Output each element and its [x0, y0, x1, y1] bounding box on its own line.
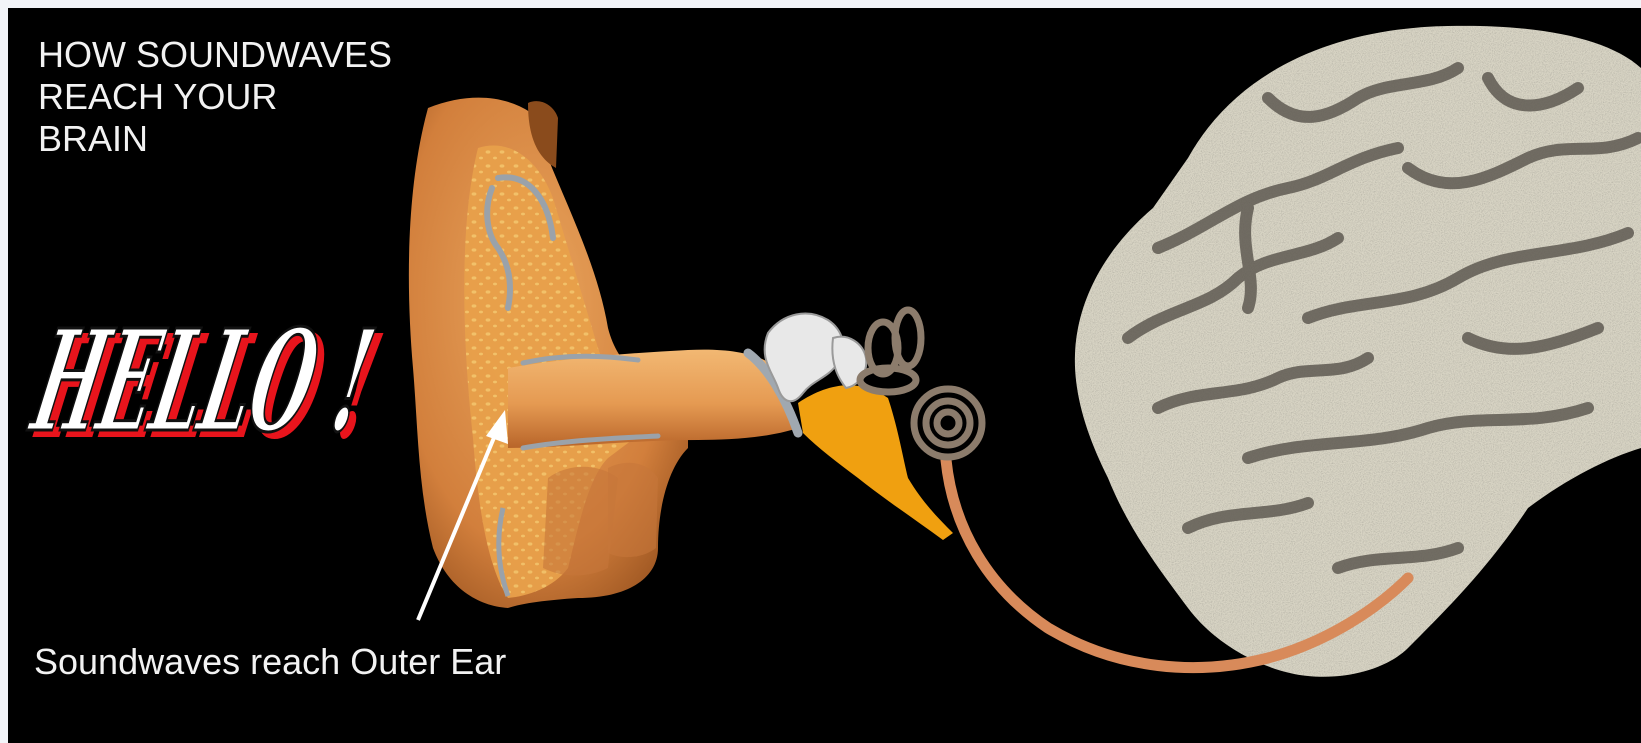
greeting-graphic: HELLO ! HELLO !: [18, 299, 394, 469]
brain: [1075, 26, 1641, 677]
diagram-title: HOW SOUNDWAVES REACH YOUR BRAIN: [38, 34, 392, 160]
greeting-text: HELLO !: [19, 299, 386, 463]
caption-outer-ear: Soundwaves reach Outer Ear: [34, 640, 506, 684]
diagram-canvas: HELLO ! HELLO ! HOW SOUNDWAVES REACH YOU…: [8, 8, 1641, 743]
